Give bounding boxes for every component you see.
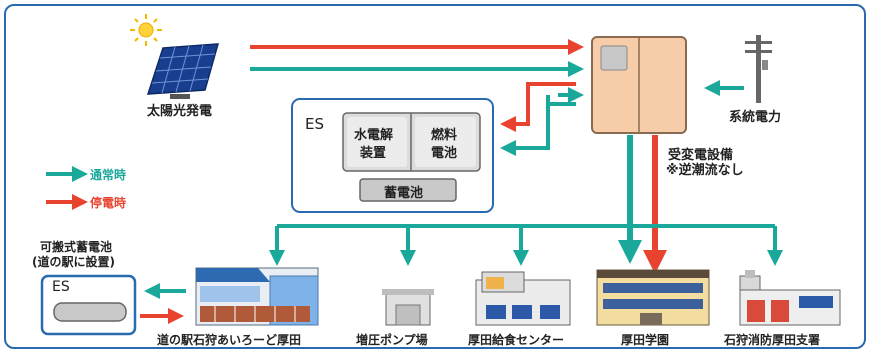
fire-station-icon [739, 270, 841, 326]
lunch-center-icon [475, 271, 571, 326]
legend-outage-label: 停電時 [90, 196, 127, 210]
solar-label: 太陽光発電 [147, 104, 213, 119]
substation-label-line1: 受変電設備 [668, 148, 734, 163]
solar-panel-icon [146, 43, 220, 99]
roadside-station-building-icon [195, 267, 319, 326]
diagram-frame [4, 4, 866, 349]
pump-label: 増圧ポンプ場 [356, 333, 428, 347]
sun-icon [130, 14, 162, 46]
hydrogen-label-line2: 装置 [360, 146, 387, 161]
fuelcell-label-line1: 燃料 [431, 128, 458, 143]
es-normal-line [500, 102, 576, 156]
station-label: 道の駅石狩あいろーど厚田 [157, 333, 302, 347]
grid-label: 系統電力 [729, 110, 782, 125]
fire-label: 石狩消防厚田支署 [724, 333, 821, 347]
substation-label-line2: ※逆潮流なし [666, 163, 744, 178]
battery-unit [359, 178, 457, 202]
portable-label-line1: 可搬式蓄電池 [40, 240, 113, 254]
hydrogen-label-line1: 水電解 [354, 128, 394, 143]
legend-normal-label: 通常時 [90, 168, 127, 182]
portable-battery-icon [53, 302, 127, 322]
school-building-icon [596, 269, 710, 326]
es-title: ES [305, 115, 324, 133]
es-outage-line [500, 82, 576, 132]
pump-station-icon [382, 289, 434, 326]
kitchen-label: 厚田給食センター [468, 333, 565, 347]
portable-label-line2: (道の駅に設置) [32, 255, 115, 269]
fuelcell-label-line2: 電池 [431, 146, 458, 161]
substation-cabinet [591, 36, 687, 134]
portable-es-title: ES [52, 279, 70, 295]
battery-label: 蓄電池 [384, 186, 424, 201]
utility-pole-icon [745, 35, 772, 103]
school-label: 厚田学園 [621, 333, 670, 347]
